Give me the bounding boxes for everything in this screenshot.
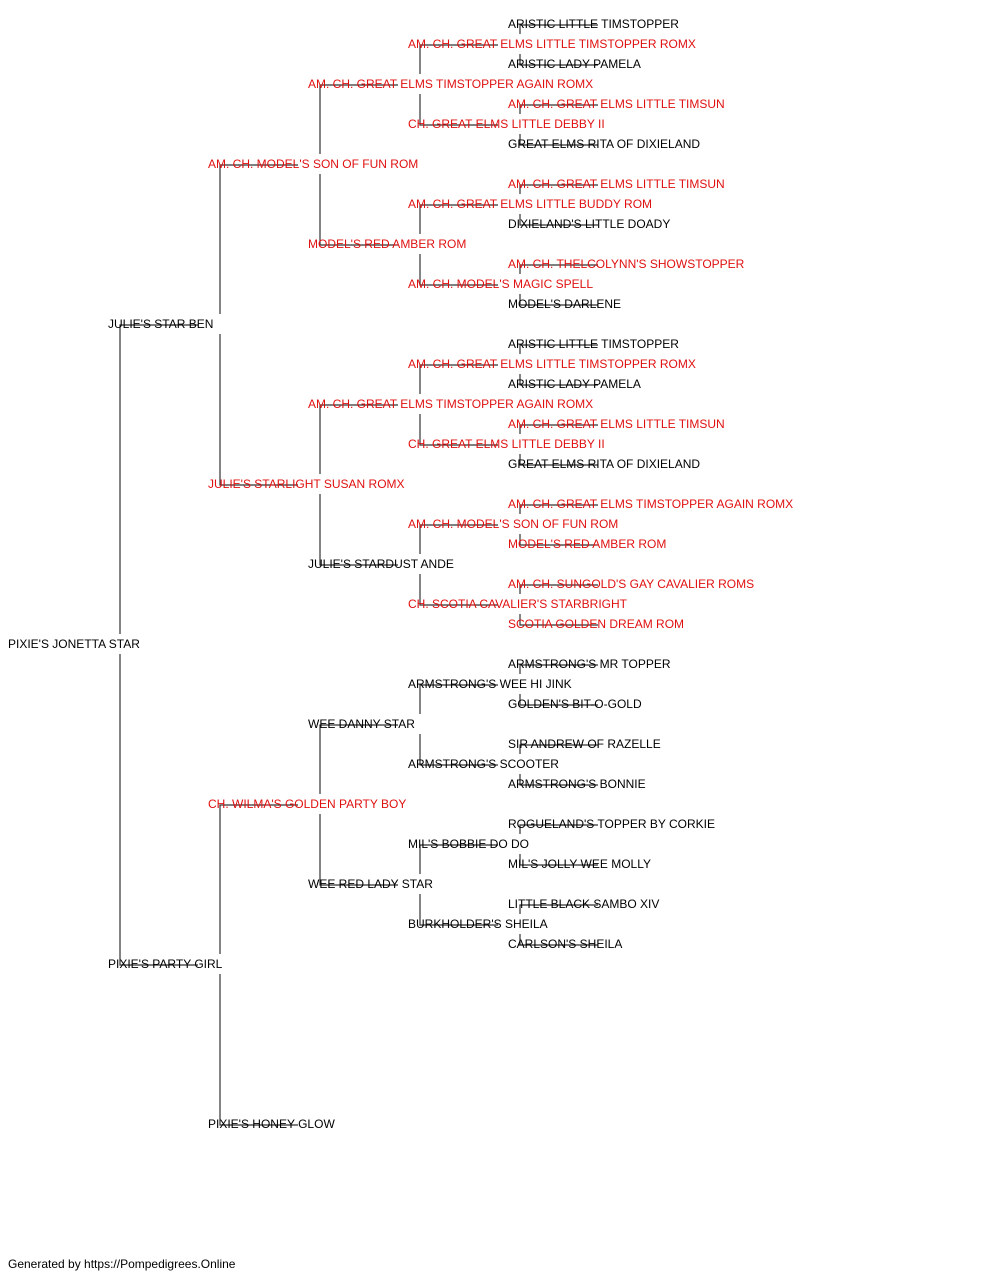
connector-dam-sire-sire-dam <box>519 744 598 786</box>
connector-dam-sire <box>319 724 398 886</box>
ancestor-sire-sire-sire-dam-dam: GREAT ELMS RITA OF DIXIELAND <box>508 137 701 151</box>
ancestor-dam-sire: CH. WILMA'S GOLDEN PARTY BOY <box>208 797 407 811</box>
ancestor-dam: PIXIE'S PARTY GIRL <box>108 957 223 971</box>
ancestor-dam-sire-sire-dam-dam: ARMSTRONG'S BONNIE <box>508 777 646 791</box>
connector-sire-sire-dam <box>419 204 498 286</box>
ancestor-sire-dam-dam-dam-sire: AM. CH. SUNGOLD'S GAY CAVALIER ROMS <box>508 577 755 591</box>
connector-sire-sire-sire <box>419 44 498 126</box>
connector-sire-sire <box>319 84 398 246</box>
ancestor-sire-sire-sire-sire: AM. CH. GREAT ELMS LITTLE TIMSTOPPER ROM… <box>408 37 696 51</box>
connector-sire-dam-dam <box>419 524 498 606</box>
connector-sire-dam-dam-sire <box>519 504 598 546</box>
ancestor-dam-sire-dam-sire-sire: ROGUELAND'S TOPPER BY CORKIE <box>508 817 716 831</box>
connector-sire-sire-dam-sire <box>519 184 598 226</box>
ancestor-dam-sire-sire-sire-dam: GOLDEN'S BIT-O-GOLD <box>508 697 642 711</box>
ancestor-sire-dam-dam-dam-dam: SCOTIA GOLDEN DREAM ROM <box>508 617 685 631</box>
connector-dam-sire-dam-dam <box>519 904 598 946</box>
connector-sire-sire-sire-dam <box>519 104 598 146</box>
connector-sire-dam-dam-dam <box>519 584 598 626</box>
ancestor-sire-sire-sire-dam: CH. GREAT ELMS LITTLE DEBBY II <box>408 117 605 131</box>
ancestor-dam-sire-sire-sire: ARMSTRONG'S WEE HI JINK <box>408 677 572 691</box>
connector-sire-dam-sire-sire <box>519 344 598 386</box>
connector-sire <box>219 164 298 486</box>
connector-sire-sire-dam-dam <box>519 264 598 306</box>
connector-dam-sire-sire-sire <box>519 664 598 706</box>
ancestor-sire-dam-sire-sire-dam: ARISTIC LADY PAMELA <box>508 377 641 391</box>
ancestor-sire-dam-sire-dam-dam: GREAT ELMS RITA OF DIXIELAND <box>508 457 701 471</box>
ancestor-sire-dam-sire-dam: CH. GREAT ELMS LITTLE DEBBY II <box>408 437 605 451</box>
ancestor-sire-dam-sire-dam-sire: AM. CH. GREAT ELMS LITTLE TIMSUN <box>508 417 725 431</box>
ancestor-sire-sire-dam-sire-dam: DIXIELAND'S LITTLE DOADY <box>508 217 671 231</box>
ancestor-sire-dam-dam-dam: CH. SCOTIA CAVALIER'S STARBRIGHT <box>408 597 627 611</box>
subject-name: PIXIE'S JONETTA STAR <box>8 637 140 651</box>
ancestor-dam-sire-sire-dam-sire: SIR ANDREW OF RAZELLE <box>508 737 661 751</box>
ancestor-sire-sire-dam-dam-dam: MODEL'S DARLENE <box>508 297 621 311</box>
ancestor-sire-dam-dam-sire: AM. CH. MODEL'S SON OF FUN ROM <box>408 517 619 531</box>
ancestor-dam-sire-dam-dam-sire: LITTLE BLACK SAMBO XIV <box>508 897 660 911</box>
ancestor-sire-sire: AM. CH. MODEL'S SON OF FUN ROM <box>208 157 419 171</box>
connector-dam <box>219 804 298 1126</box>
connector-sire-dam-sire-dam <box>519 424 598 466</box>
ancestor-sire-dam-dam-sire-dam: MODEL'S RED AMBER ROM <box>508 537 667 551</box>
ancestor-sire-sire-sire-sire-sire: ARISTIC LITTLE TIMSTOPPER <box>508 17 679 31</box>
ancestor-dam-sire-dam-dam-dam: CARLSON'S SHEILA <box>508 937 623 951</box>
ancestor-sire-sire-sire: AM. CH. GREAT ELMS TIMSTOPPER AGAIN ROMX <box>308 77 594 91</box>
ancestor-sire-sire-dam-sire-sire: AM. CH. GREAT ELMS LITTLE TIMSUN <box>508 177 725 191</box>
connector-subject <box>119 324 198 966</box>
ancestor-sire-sire-dam-sire: AM. CH. GREAT ELMS LITTLE BUDDY ROM <box>408 197 653 211</box>
ancestor-dam-sire-sire-dam: ARMSTRONG'S SCOOTER <box>408 757 559 771</box>
ancestor-dam-sire-dam-sire: MIL'S BOBBIE DO DO <box>408 837 529 851</box>
ancestor-sire-sire-dam-dam: AM. CH. MODEL'S MAGIC SPELL <box>408 277 593 291</box>
ancestor-dam-sire-sire-sire-sire: ARMSTRONG'S MR TOPPER <box>508 657 671 671</box>
ancestor-dam-sire-sire: WEE DANNY STAR <box>308 717 415 731</box>
ancestor-sire-dam-sire: AM. CH. GREAT ELMS TIMSTOPPER AGAIN ROMX <box>308 397 594 411</box>
ancestor-sire-dam-dam: JULIE'S STARDUST ANDE <box>308 557 454 571</box>
ancestor-sire-dam-dam-sire-sire: AM. CH. GREAT ELMS TIMSTOPPER AGAIN ROMX <box>508 497 794 511</box>
ancestor-sire-dam-sire-sire-sire: ARISTIC LITTLE TIMSTOPPER <box>508 337 679 351</box>
connector-sire-sire-sire-sire <box>519 24 598 66</box>
ancestor-dam-sire-dam: WEE RED LADY STAR <box>308 877 433 891</box>
ancestor-sire: JULIE'S STAR BEN <box>108 317 214 331</box>
ancestor-dam-sire-dam-dam: BURKHOLDER'S SHEILA <box>408 917 548 931</box>
connector-sire-dam-sire <box>419 364 498 446</box>
ancestor-sire-sire-dam-dam-sire: AM. CH. THELCOLYNN'S SHOWSTOPPER <box>508 257 745 271</box>
connector-dam-sire-dam <box>419 844 498 926</box>
connector-sire-dam <box>319 404 398 566</box>
ancestor-sire-sire-dam: MODEL'S RED AMBER ROM <box>308 237 467 251</box>
ancestor-sire-sire-sire-sire-dam: ARISTIC LADY PAMELA <box>508 57 641 71</box>
footer-credit: Generated by https://Pompedigrees.Online <box>8 1257 236 1271</box>
ancestor-dam-sire-dam-sire-dam: MIL'S JOLLY WEE MOLLY <box>508 857 652 871</box>
ancestor-dam-dam: PIXIE'S HONEY GLOW <box>208 1117 335 1131</box>
ancestor-sire-dam: JULIE'S STARLIGHT SUSAN ROMX <box>208 477 405 491</box>
connector-dam-sire-sire <box>419 684 498 766</box>
ancestor-sire-dam-sire-sire: AM. CH. GREAT ELMS LITTLE TIMSTOPPER ROM… <box>408 357 696 371</box>
connector-dam-sire-dam-sire <box>519 824 598 866</box>
ancestor-sire-sire-sire-dam-sire: AM. CH. GREAT ELMS LITTLE TIMSUN <box>508 97 725 111</box>
